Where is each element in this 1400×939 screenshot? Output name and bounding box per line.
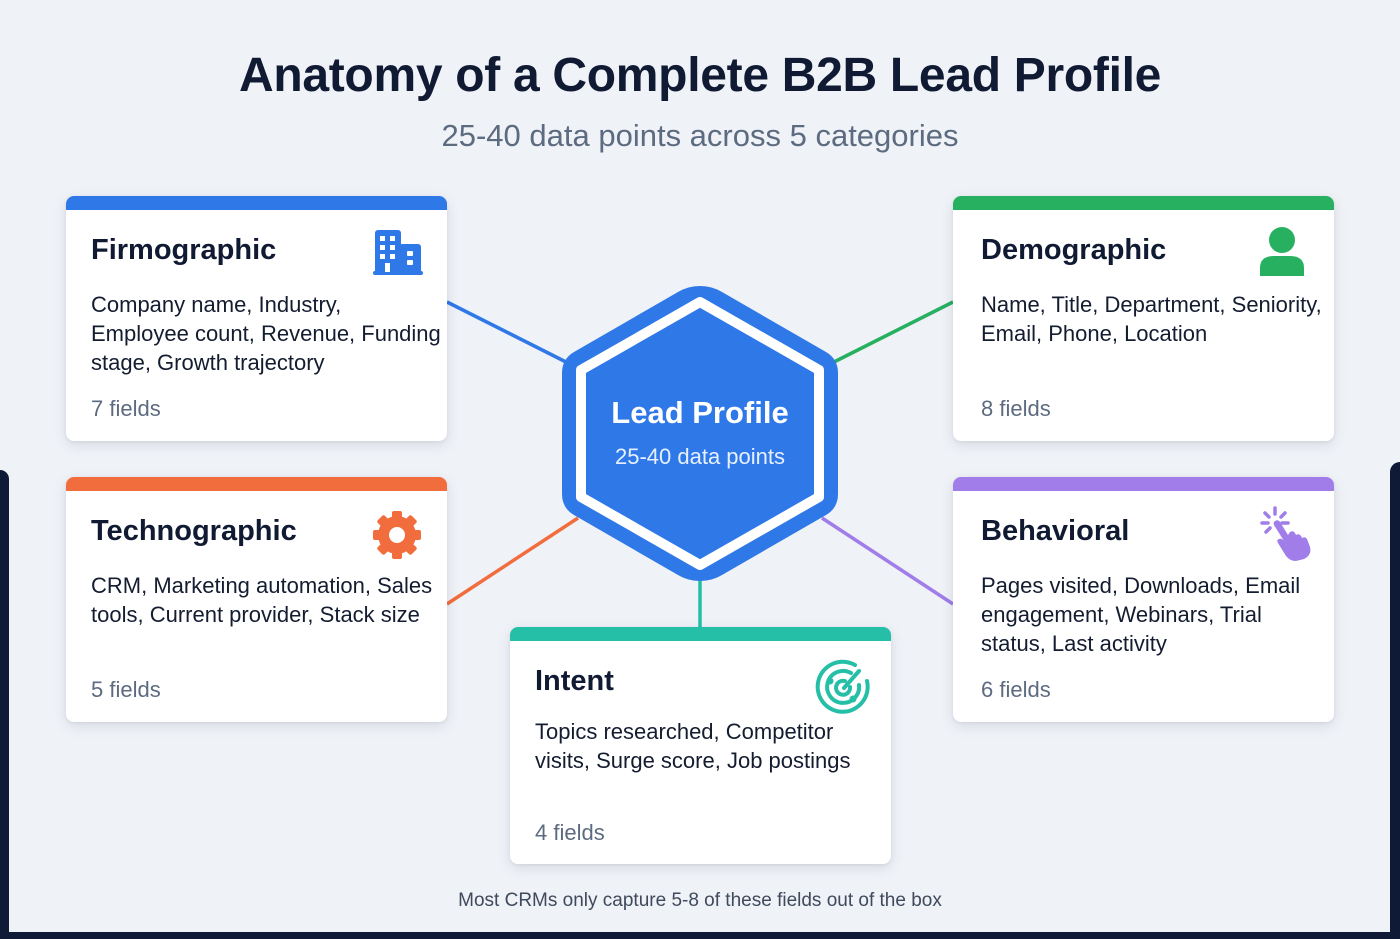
click-hand-icon [1260,506,1311,561]
card-demographic: Demographic Name, Title, Department, Sen… [953,196,1334,441]
card-technographic: Technographic CRM, Marketing automation,… [66,477,447,722]
card-accent-bar [66,477,447,491]
card-accent-bar [953,196,1334,210]
card-fields: Topics researched, Competitor visits, Su… [535,719,851,773]
center-sublabel: 25-40 data points [614,444,786,469]
card-title: Intent [535,665,614,697]
card-fields: Pages visited, Downloads, Email engageme… [981,573,1301,656]
card-accent-bar [66,196,447,210]
page-subtitle: 25-40 data points across 5 categories [441,118,959,153]
page-title: Anatomy of a Complete B2B Lead Profile [238,49,1162,102]
gear-icon [373,511,421,559]
card-field-count: 8 fields [981,396,1051,421]
radar-icon [815,659,870,714]
connector-demographic [833,300,954,364]
card-fields: CRM, Marketing automation, Sales tools, … [91,573,433,627]
card-field-count: 5 fields [91,677,161,702]
card-firmographic: Firmographic Company name, Industry, Emp… [66,196,447,441]
card-accent-bar [953,477,1334,491]
card-field-count: 7 fields [91,396,161,421]
lead-profile-hexagon [562,286,838,581]
card-fields: Name, Title, Department, Seniority, Emai… [981,292,1322,346]
connector-behavioral [821,516,954,606]
footnote: Most CRMs only capture 5-8 of these fiel… [458,890,942,911]
card-behavioral: Behavioral Pages visited, Downloads, Ema… [953,477,1334,722]
card-title: Demographic [981,234,1167,266]
person-icon [1260,227,1304,276]
card-field-count: 6 fields [981,677,1051,702]
building-icon [373,230,423,275]
card-title: Firmographic [91,234,277,266]
card-accent-bar [510,627,891,641]
card-field-count: 4 fields [535,820,605,845]
frame-right-edge [1390,462,1400,939]
card-fields: Company name, Industry, Employee count, … [91,292,441,375]
connector-technographic [446,516,579,606]
card-intent: Intent Topics researched, Competitor vis… [510,627,891,864]
frame-bottom-edge [0,932,1400,939]
center-label: Lead Profile [611,395,789,430]
card-title: Behavioral [981,515,1130,547]
card-title: Technographic [91,515,297,547]
connector-firmographic [446,300,567,364]
frame-left-edge [0,470,9,939]
